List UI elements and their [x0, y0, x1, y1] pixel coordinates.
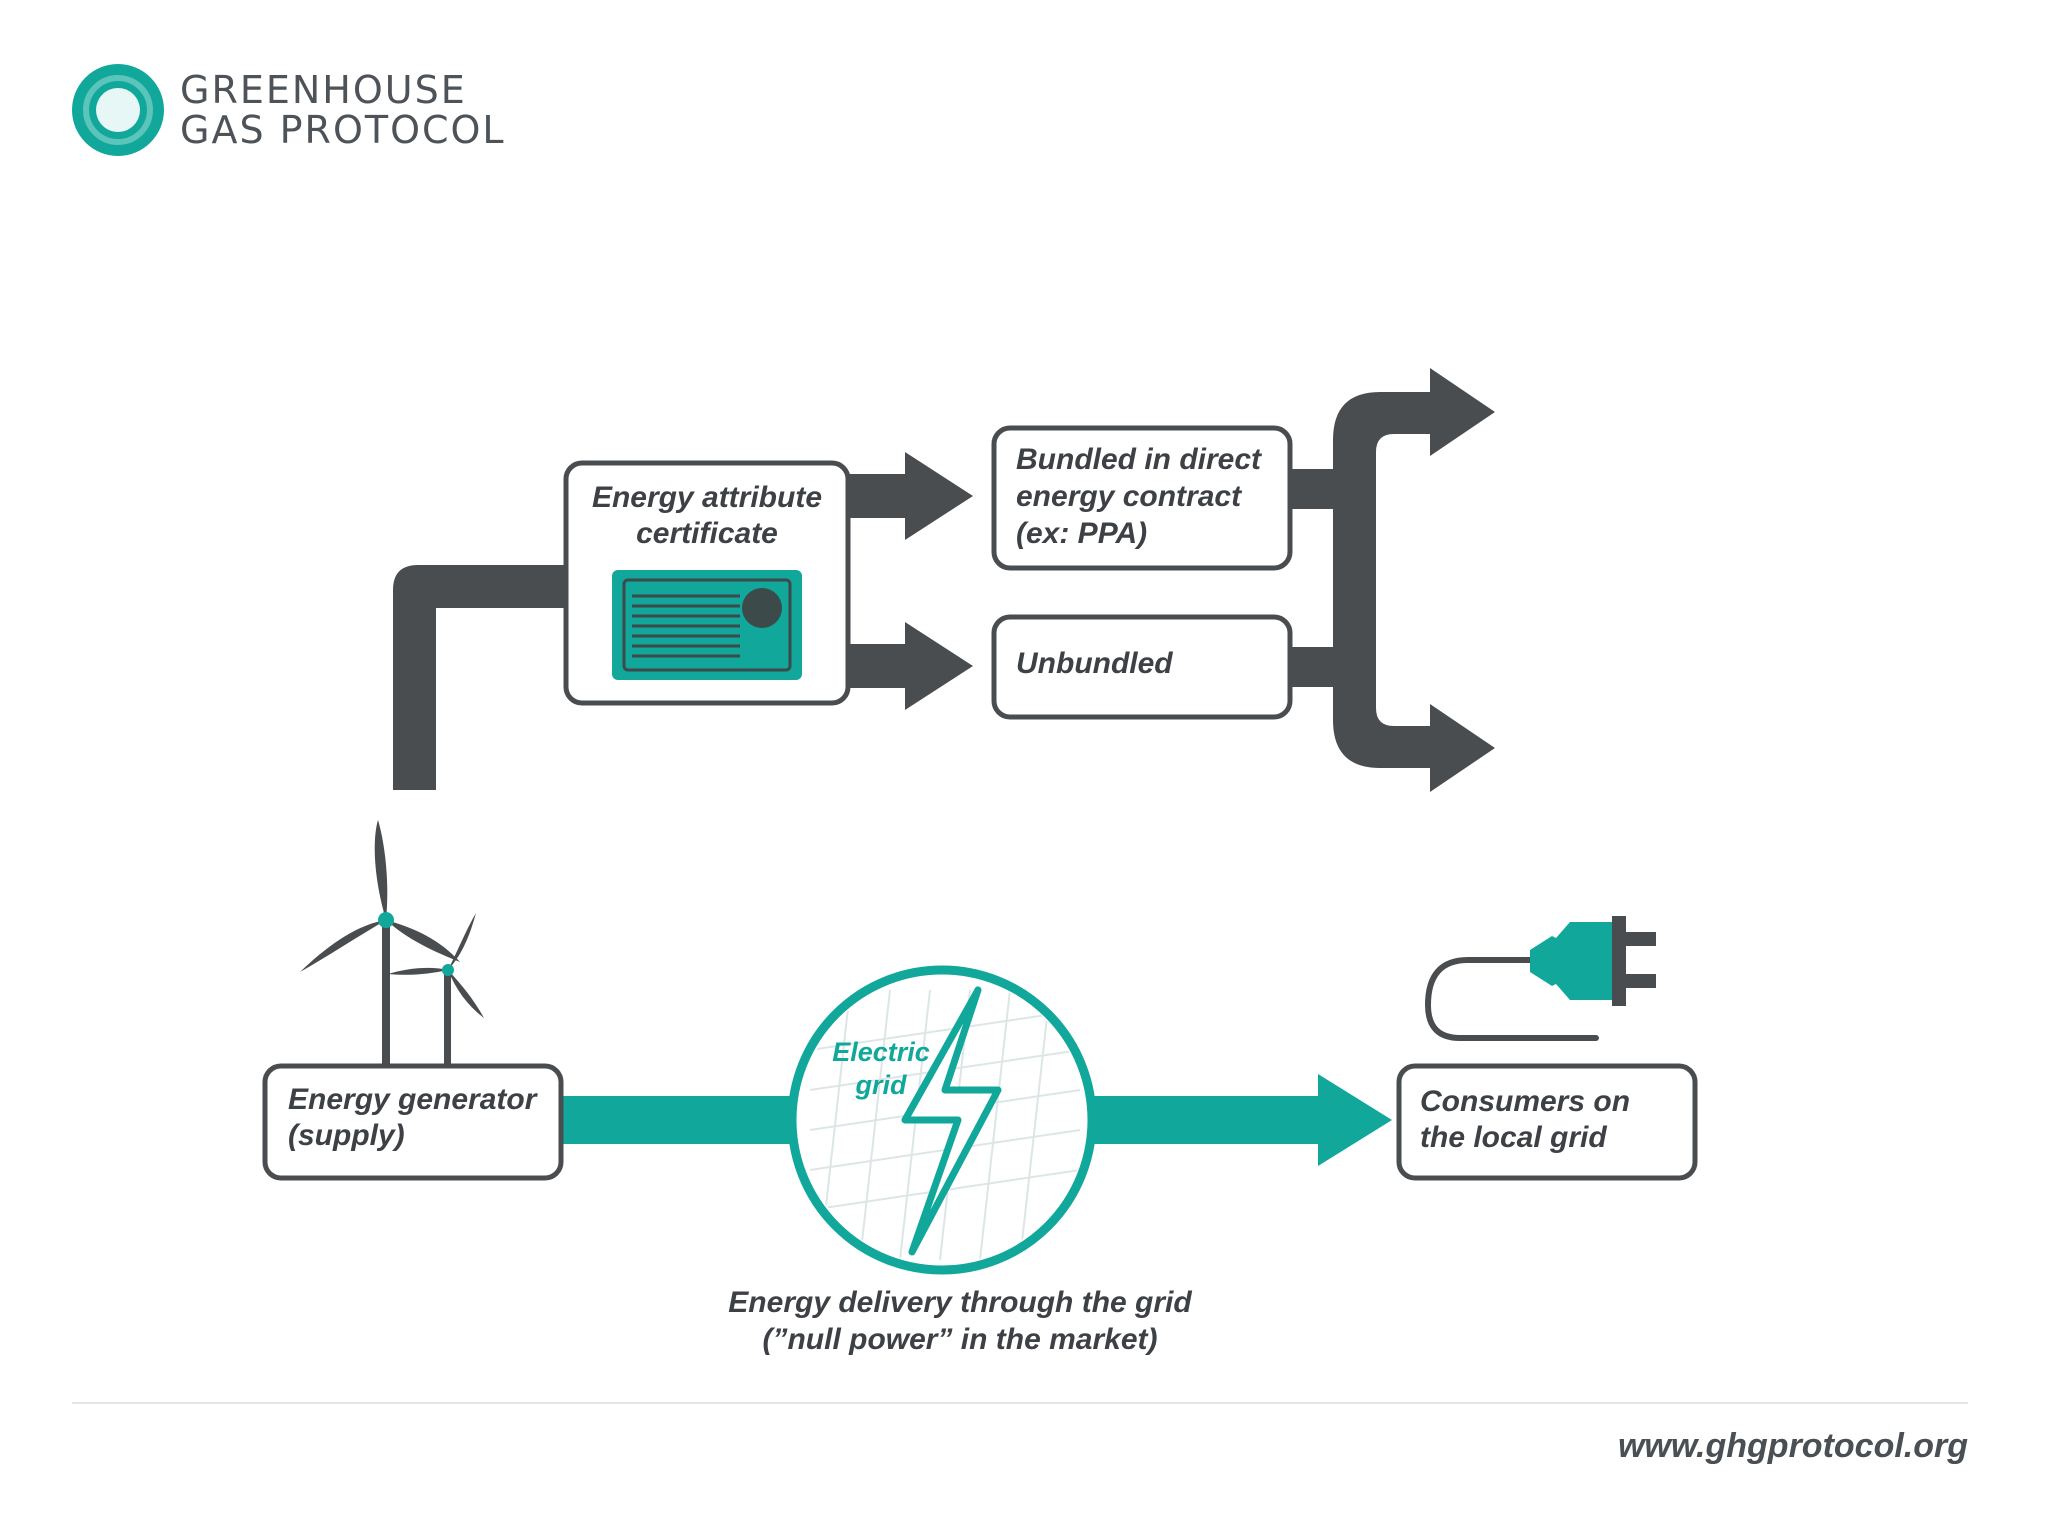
grid-label-line-2: grid	[855, 1070, 907, 1100]
generator-label-line-2: (supply)	[288, 1119, 405, 1152]
certificate-label: Energy attribute certificate	[566, 480, 848, 552]
energy-flow-bar	[562, 1074, 1392, 1166]
bundled-label: Bundled in direct energy contract (ex: P…	[1016, 441, 1261, 552]
certificate-icon	[612, 570, 802, 680]
grid-label: Electric grid	[826, 1036, 936, 1102]
delivery-caption: Energy delivery through the grid (”null …	[640, 1284, 1280, 1358]
lightning-icon	[901, 986, 1002, 1256]
footer-url[interactable]: www.ghgprotocol.org	[1617, 1427, 1968, 1465]
delivery-caption-line-1: Energy delivery through the grid	[728, 1286, 1192, 1319]
bundled-label-line-3: (ex: PPA)	[1016, 517, 1148, 550]
delivery-caption-line-2: (”null power” in the market)	[762, 1323, 1158, 1356]
unbundled-label: Unbundled	[1016, 647, 1173, 680]
arrow-to-unbundled	[848, 622, 973, 710]
logo-line-1: GREENHOUSE	[180, 68, 467, 112]
bundled-label-line-2: energy contract	[1016, 480, 1242, 513]
power-plug-icon	[1424, 916, 1656, 1041]
grid-label-line-1: Electric	[832, 1037, 930, 1067]
consumers-label: Consumers on the local grid	[1420, 1084, 1630, 1156]
generator-label: Energy generator (supply)	[288, 1082, 536, 1154]
generator-label-line-1: Energy generator	[288, 1083, 537, 1116]
bundled-box	[991, 425, 1293, 571]
unbundled-box	[991, 614, 1293, 720]
arrow-to-bundled	[848, 452, 973, 540]
logo-text: GREENHOUSE GAS PROTOCOL	[180, 70, 506, 150]
certificate-label-line-1: Energy attribute	[591, 481, 823, 514]
logo-line-2: GAS PROTOCOL	[180, 108, 506, 152]
consumers-box	[1396, 1063, 1698, 1181]
consumers-label-line-1: Consumers on	[1420, 1085, 1631, 1118]
ghg-logo-icon	[72, 64, 164, 156]
generator-box	[262, 1063, 564, 1181]
bundled-label-line-1: Bundled in direct	[1016, 443, 1262, 476]
electric-grid-icon	[787, 965, 1097, 1275]
connector-generator-to-certificate	[393, 565, 566, 790]
merge-connector	[1290, 368, 1495, 792]
wind-turbine-icon	[300, 820, 484, 1070]
consumers-label-line-2: the local grid	[1420, 1121, 1607, 1154]
certificate-label-line-2: certificate	[636, 517, 778, 550]
